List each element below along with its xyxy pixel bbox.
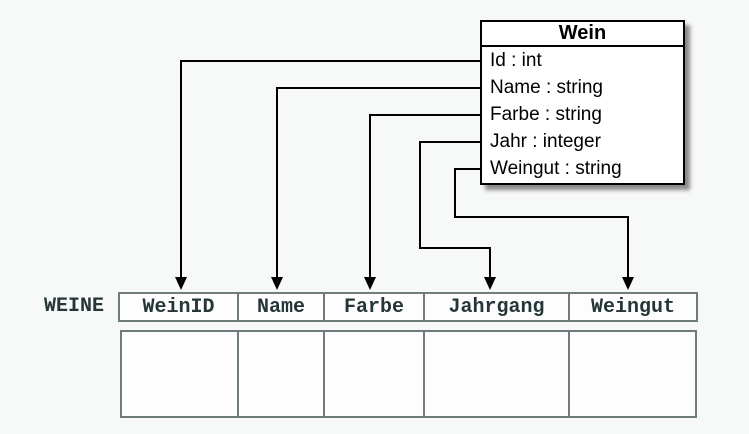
table-cell [323, 332, 423, 416]
arrow-jahr-to-jahrgang [419, 141, 496, 290]
arrow-weingut-to-weingut [454, 168, 634, 290]
column-header-jahrgang: Jahrgang [423, 294, 568, 320]
table-cell [237, 332, 323, 416]
arrow-name-to-name [271, 87, 484, 290]
column-header-farbe: Farbe [323, 294, 423, 320]
table-cell [423, 332, 568, 416]
class-attribute-name: Name : string [490, 76, 603, 98]
table-name-label: WEINE [43, 295, 104, 318]
class-attributes: Id : int Name : string Farbe : string Ja… [482, 47, 683, 183]
class-title: Wein [482, 22, 683, 47]
class-attribute-weingut: Weingut : string [490, 158, 622, 180]
table-cell [122, 332, 237, 416]
class-attribute-farbe: Farbe : string [490, 104, 602, 125]
class-attribute-id: Id : int [490, 49, 542, 71]
column-header-weinid: WeinID [142, 295, 215, 319]
class-attribute-jahr: Jahr : integer [490, 131, 601, 153]
uml-class-box-wein: Wein Id : int Name : string Farbe : stri… [480, 20, 685, 185]
table-header-row: WeinID Name Farbe Jahrgang Weingut [118, 292, 698, 322]
table-empty-row [120, 330, 697, 418]
column-header-weingut: Weingut [568, 294, 696, 320]
table-cell [568, 332, 695, 416]
arrow-id-to-weinid [175, 60, 484, 290]
arrow-farbe-to-farbe [364, 114, 484, 290]
column-header-name: Name [237, 294, 323, 320]
